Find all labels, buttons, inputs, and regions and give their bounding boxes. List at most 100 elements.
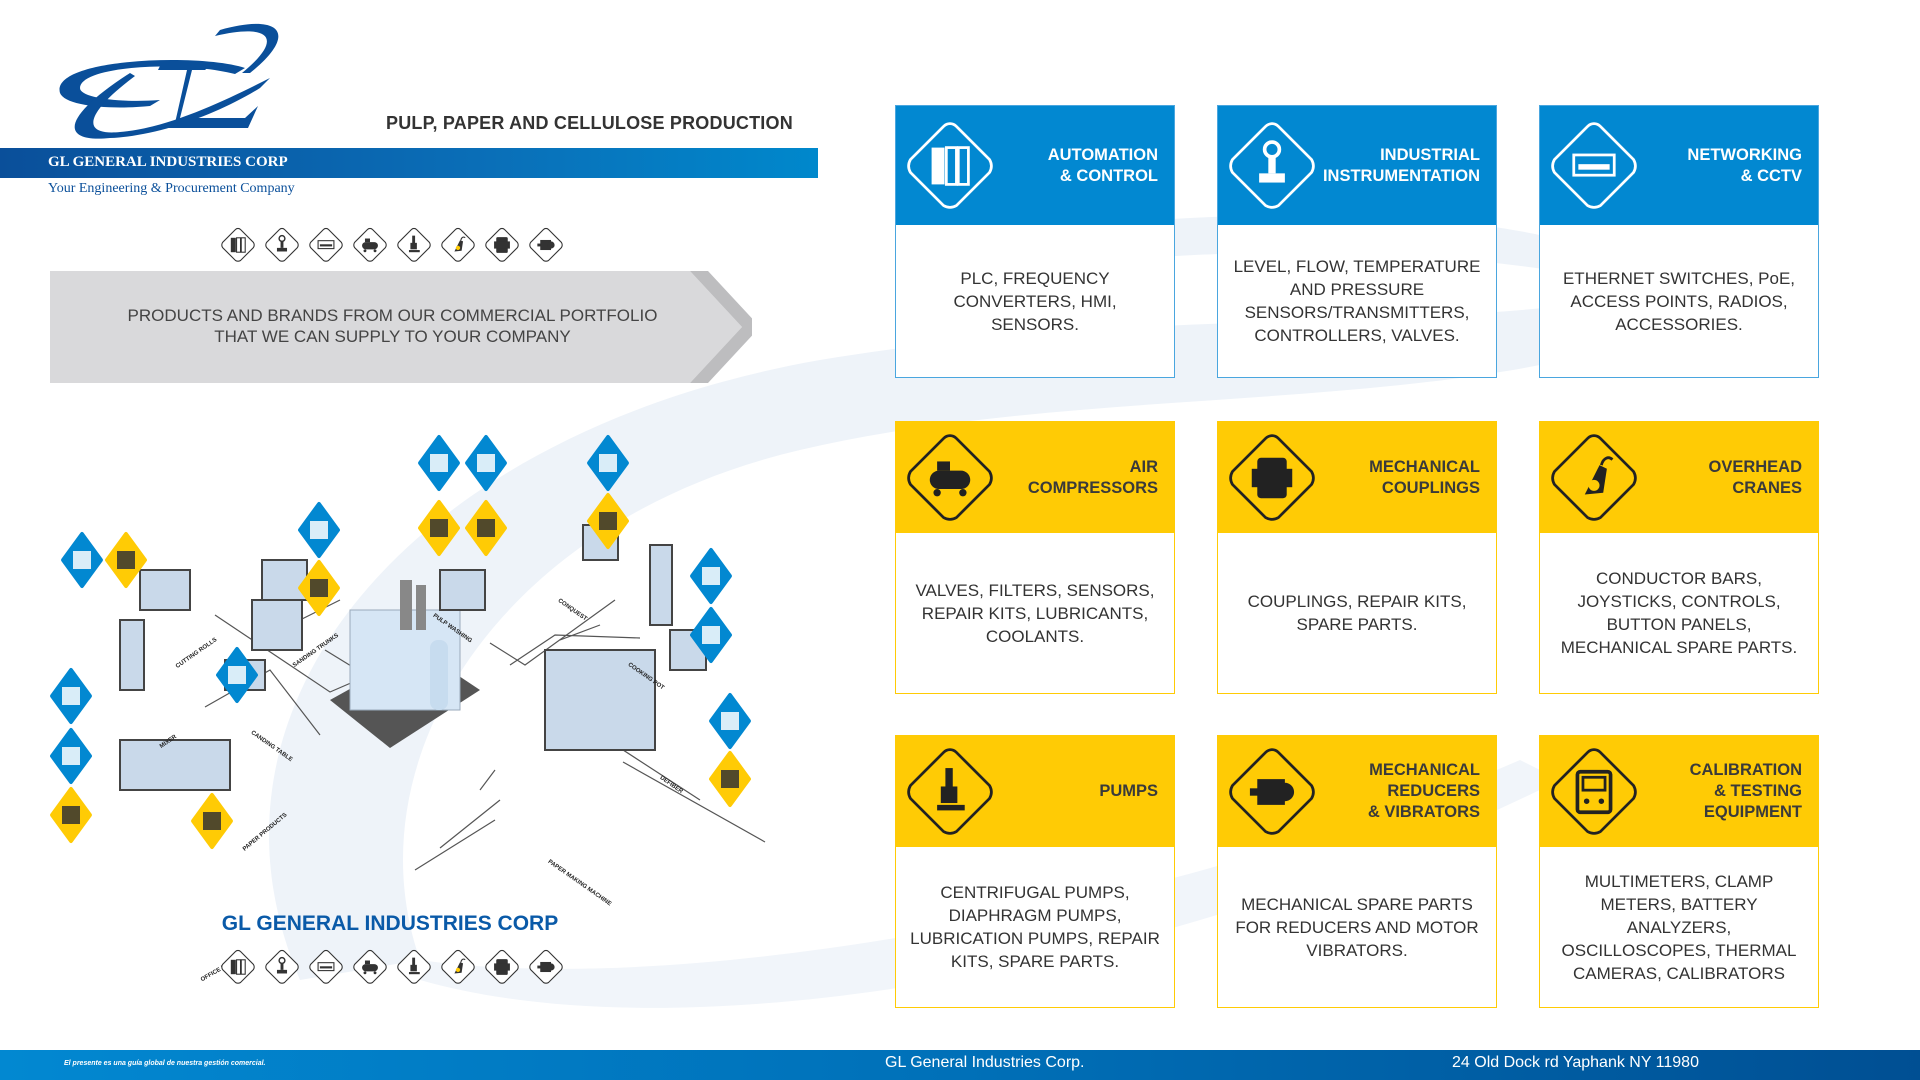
plant-chimney xyxy=(416,585,426,630)
reducer-icon xyxy=(528,949,564,990)
marker-glyph xyxy=(117,551,135,569)
card-body: CENTRIFUGAL PUMPS, DIAPHRAGM PUMPS, LUBR… xyxy=(910,883,1160,971)
card-body: PLC, FREQUENCY CONVERTERS, HMI, SENSORS. xyxy=(953,268,1117,334)
marker-glyph xyxy=(721,770,739,788)
card-title-line: MECHANICAL xyxy=(1369,761,1480,779)
coupling-icon xyxy=(484,949,520,990)
company-banner xyxy=(0,148,818,178)
paper-making-machine xyxy=(544,649,656,751)
crane-icon xyxy=(440,227,476,268)
marker-glyph xyxy=(310,579,328,597)
compressor-icon xyxy=(352,949,388,990)
cutting-rolls-machine xyxy=(139,569,191,611)
reducer-icon xyxy=(528,227,564,268)
marker-glyph xyxy=(721,712,739,730)
connector-line xyxy=(204,669,321,736)
card-networking[interactable]: NETWORKING& CCTV ETHERNET SWITCHES, PoE,… xyxy=(1539,105,1819,378)
card-title-line: COUPLINGS xyxy=(1381,478,1480,497)
crane-icon xyxy=(440,949,476,990)
mixer-tank xyxy=(119,619,145,691)
automation-icon xyxy=(904,120,996,212)
pump-icon xyxy=(396,949,432,990)
instrumentation-icon xyxy=(264,949,300,990)
marker-glyph xyxy=(477,519,495,537)
card-header: MECHANICAL REDUCERS & VIBRATORS xyxy=(1218,736,1496,847)
card-title: PUMPS xyxy=(1099,736,1158,847)
instrumentation-icon xyxy=(1226,120,1318,212)
card-body: ETHERNET SWITCHES, PoE, ACCESS POINTS, R… xyxy=(1562,268,1796,334)
company-name-bottom: GL GENERAL INDUSTRIES CORP xyxy=(221,912,559,935)
card-title-line: INDUSTRIAL xyxy=(1380,145,1480,164)
card-header: NETWORKING& CCTV xyxy=(1540,106,1818,225)
card-automation[interactable]: AUTOMATION& CONTROL PLC, FREQUENCY CONVE… xyxy=(895,105,1175,378)
cooking-pot-tank xyxy=(649,544,673,626)
marker-glyph xyxy=(228,666,246,684)
marker-glyph xyxy=(62,747,80,765)
category-icon-row-top xyxy=(220,227,564,268)
connector-line xyxy=(489,599,616,666)
card-reducer[interactable]: MECHANICAL REDUCERS & VIBRATORS MECHANICAL… xyxy=(1217,735,1497,1008)
card-title-line: AIR xyxy=(1129,457,1158,476)
footer-note: El presente es una guía global de nuestr… xyxy=(64,1060,266,1067)
card-title-line: & VIBRATORS xyxy=(1367,803,1480,821)
connector-line xyxy=(509,634,641,666)
card-title-line: EQUIPMENT xyxy=(1703,803,1802,821)
card-title-line: CALIBRATION xyxy=(1689,761,1802,779)
networking-icon xyxy=(1548,120,1640,212)
card-title: AUTOMATION& CONTROL xyxy=(1048,106,1158,225)
connector-line xyxy=(439,799,501,849)
instrumentation-icon xyxy=(264,227,300,268)
automation-icon xyxy=(220,227,256,268)
marker-glyph xyxy=(62,687,80,705)
marker-glyph xyxy=(702,567,720,585)
tagline: Your Engineering & Procurement Company xyxy=(48,181,295,196)
card-title-line: PUMPS xyxy=(1099,782,1158,800)
coupling-icon xyxy=(484,227,520,268)
card-title-line: INSTRUMENTATION xyxy=(1322,166,1480,185)
card-title: NETWORKING& CCTV xyxy=(1687,106,1802,225)
marker-glyph xyxy=(73,551,91,569)
card-pump[interactable]: PUMPS CENTRIFUGAL PUMPS, DIAPHRAGM PUMPS… xyxy=(895,735,1175,1008)
marker-glyph xyxy=(599,512,617,530)
reducer-icon xyxy=(1226,746,1318,838)
card-title: MECHANICAL REDUCERS & VIBRATORS xyxy=(1368,736,1480,847)
connector-line xyxy=(622,761,766,843)
networking-icon xyxy=(308,949,344,990)
plant-tank xyxy=(430,640,448,710)
compressor-icon xyxy=(904,432,996,524)
footer-address: 24 Old Dock rd Yaphank NY 11980 xyxy=(1452,1054,1699,1071)
marker-glyph xyxy=(203,812,221,830)
marker-glyph xyxy=(702,626,720,644)
coupling-icon xyxy=(1226,432,1318,524)
crane-icon xyxy=(1548,432,1640,524)
marker-glyph xyxy=(599,454,617,472)
card-body: CONDUCTOR BARS, JOYSTICKS, CONTROLS, BUT… xyxy=(1560,569,1798,657)
category-icon-row-bottom xyxy=(220,949,564,990)
card-title: INDUSTRIAL INSTRUMENTATION xyxy=(1323,106,1480,225)
card-body: MECHANICAL SPARE PARTS FOR REDUCERS AND … xyxy=(1235,894,1479,960)
pulp-washing-machine xyxy=(439,569,486,611)
page-title: PULP, PAPER AND CELLULOSE PRODUCTION xyxy=(386,113,793,133)
office-paper-machine xyxy=(119,739,231,791)
networking-icon xyxy=(308,227,344,268)
card-header: AUTOMATION& CONTROL xyxy=(896,106,1174,225)
plant-chimney xyxy=(400,580,412,630)
card-title-line: NETWORKING xyxy=(1687,145,1802,164)
pump-icon xyxy=(396,227,432,268)
company-name: GL GENERAL INDUSTRIES CORP xyxy=(48,154,288,170)
footer xyxy=(0,1050,1920,1080)
card-title-line: REDUCERS xyxy=(1387,782,1480,800)
connector-line xyxy=(559,624,601,641)
card-title-line: CRANES xyxy=(1732,478,1802,497)
company-logo xyxy=(59,23,279,139)
